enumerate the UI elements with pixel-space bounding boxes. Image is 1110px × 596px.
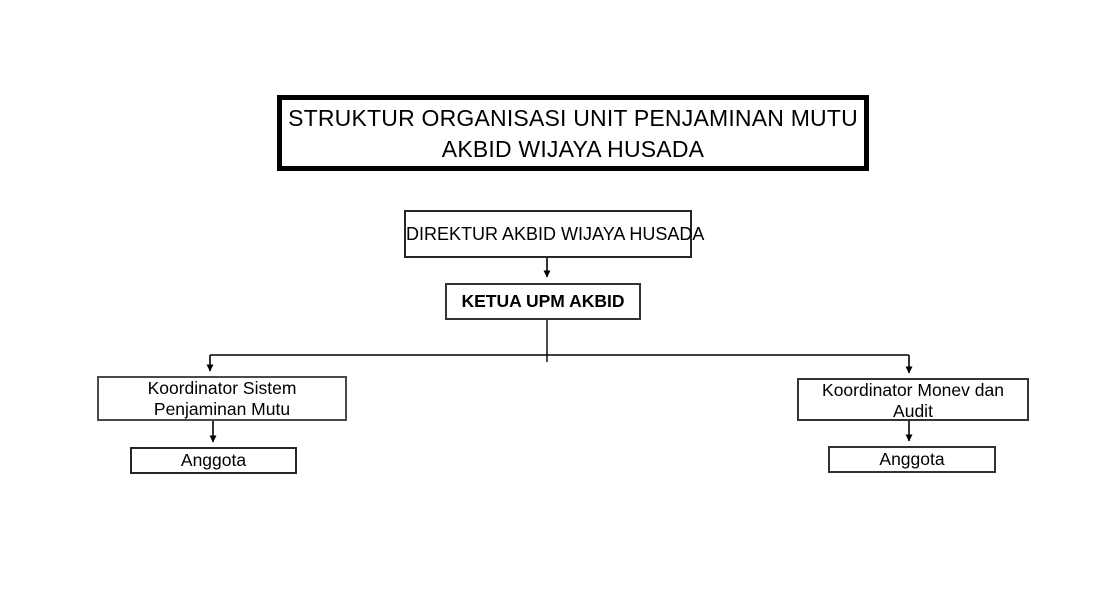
chart-title-line1: STRUKTUR ORGANISASI UNIT PENJAMINAN MUTU	[288, 105, 858, 131]
node-anggota-left: Anggota	[130, 447, 297, 474]
node-koordinator-monev: Koordinator Monev dan Audit	[797, 378, 1029, 421]
node-koordinator-sistem: Koordinator Sistem Penjaminan Mutu	[97, 376, 347, 421]
node-koordinator-sistem-line2: Penjaminan Mutu	[153, 398, 291, 419]
node-direktur: DIREKTUR AKBID WIJAYA HUSADA	[404, 210, 704, 258]
node-ketua-upm-label: KETUA UPM AKBID	[461, 291, 625, 311]
node-koordinator-monev-line1: Koordinator Monev dan	[822, 380, 1004, 400]
node-anggota-right-label: Anggota	[879, 449, 945, 469]
chart-title-box: STRUKTUR ORGANISASI UNIT PENJAMINAN MUTU…	[277, 95, 869, 171]
node-anggota-right: Anggota	[828, 446, 996, 473]
node-koordinator-monev-line2: Audit	[893, 400, 933, 421]
node-direktur-label: DIREKTUR AKBID WIJAYA HUSADA	[406, 224, 705, 244]
node-ketua-upm: KETUA UPM AKBID	[445, 283, 641, 320]
node-koordinator-sistem-line1: Koordinator Sistem	[147, 378, 297, 398]
chart-title-line2: AKBID WIJAYA HUSADA	[441, 136, 705, 162]
node-anggota-left-label: Anggota	[180, 450, 247, 470]
